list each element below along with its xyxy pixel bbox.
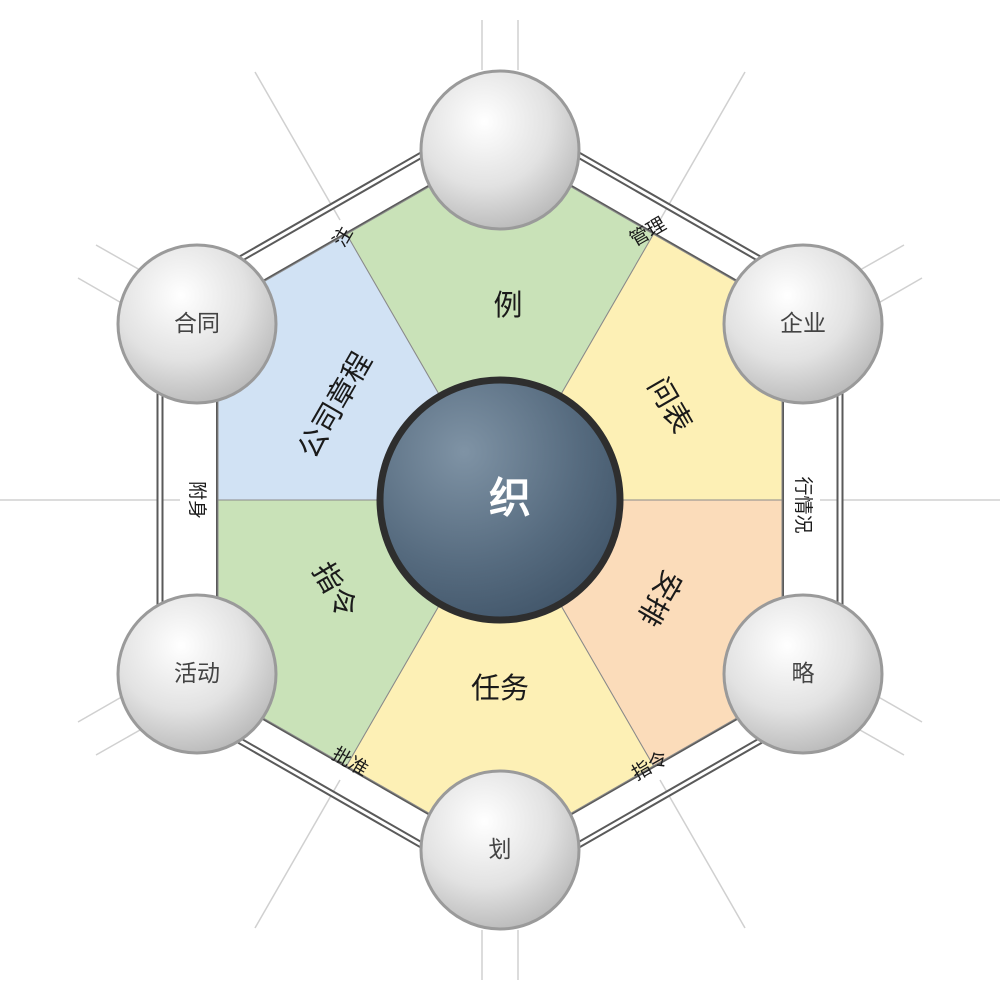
- ray-line: [874, 277, 923, 306]
- node-sphere: [419, 769, 581, 931]
- ray-line: [874, 694, 923, 723]
- ray-line: [77, 277, 126, 306]
- edge-label: 行情况: [792, 476, 814, 533]
- ray-line: [859, 244, 905, 271]
- segment-label: 例: [493, 288, 522, 322]
- edge-label: 附身: [186, 481, 208, 519]
- ray-line: [95, 729, 141, 756]
- ray-line: [659, 779, 746, 929]
- node-label: 合同: [174, 311, 220, 337]
- node-sphere: [419, 69, 581, 231]
- node-label: 活动: [174, 661, 220, 687]
- node-label: 略: [792, 661, 815, 687]
- ray-line: [77, 694, 126, 723]
- ray-line: [95, 244, 141, 271]
- center-label: 织: [489, 474, 531, 523]
- ray-line: [859, 729, 905, 756]
- node-label: 划: [489, 837, 512, 863]
- decorative-rays: [0, 20, 1000, 980]
- node-sphere: [116, 593, 278, 755]
- node-label: 企业: [780, 311, 826, 337]
- segment-label: 任务: [471, 671, 529, 705]
- node-sphere: [116, 243, 278, 405]
- ray-line: [659, 71, 746, 221]
- node-sphere: [722, 243, 884, 405]
- ray-line: [254, 71, 341, 221]
- center-circle: [376, 376, 624, 624]
- ray-line: [254, 779, 341, 929]
- node-sphere: [722, 593, 884, 755]
